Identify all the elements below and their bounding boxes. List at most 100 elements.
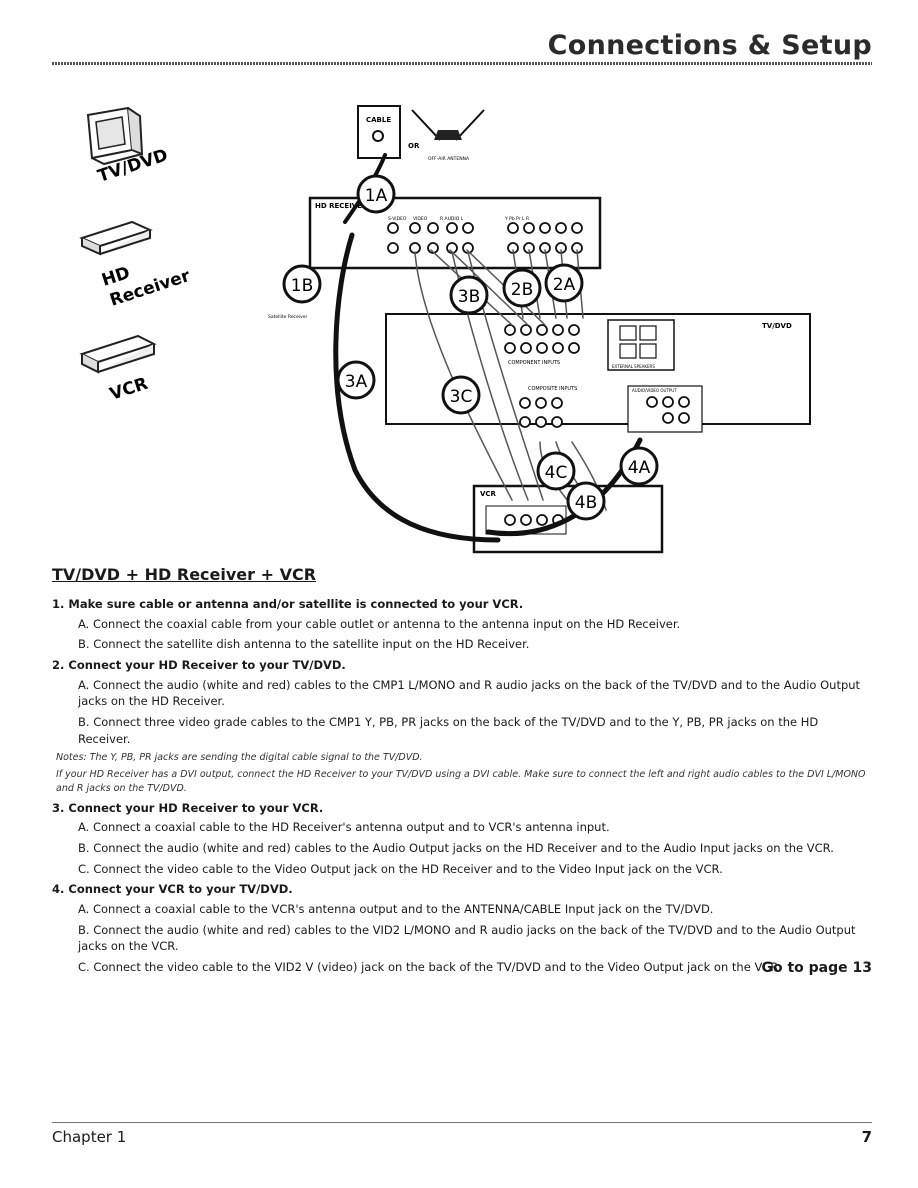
jack (678, 396, 690, 408)
svideo-label: S-VIDEO (388, 216, 407, 222)
tvdvd-device-icon (86, 106, 144, 166)
jack (519, 397, 531, 409)
raudio-label: R AUDIO L (440, 216, 464, 222)
instructions: 1. Make sure cable or antenna and/or sat… (52, 592, 872, 980)
tvdvd-panel (385, 313, 811, 433)
vcr-jacks (504, 514, 564, 526)
section-title: TV/DVD + HD Receiver + VCR (52, 565, 317, 584)
callout-2b: 2B (511, 280, 533, 300)
step-text: Connect your VCR to your TV/DVD. (68, 882, 293, 897)
step-text: Connect your HD Receiver to your VCR. (68, 800, 324, 815)
composite-inputs-label: COMPOSITE INPUTS (528, 386, 577, 392)
step-1b: B. Connect the satellite dish antenna to… (78, 637, 530, 652)
callout-3a-circle (336, 360, 376, 400)
callout-1b-circle (282, 264, 322, 304)
jack (520, 514, 532, 526)
jack (536, 514, 548, 526)
jack (504, 324, 516, 336)
note-ypbpr: Notes: The Y, PB, PR jacks are sending t… (56, 752, 423, 764)
hd-receiver-device-icon (79, 220, 153, 256)
callout-2a: 2A (553, 275, 576, 295)
jack (552, 324, 564, 336)
jack (646, 396, 658, 408)
jack (520, 324, 532, 336)
jack (387, 222, 399, 234)
jack (535, 416, 547, 428)
jack (678, 412, 690, 424)
step-text: Connect your HD Receiver to your TV/DVD. (68, 658, 346, 673)
callout-4a: 4A (628, 458, 651, 478)
step-1a: A. Connect the coaxial cable from your c… (78, 616, 681, 631)
callout-3b-circle (449, 275, 489, 315)
vcr-device-icon (79, 334, 157, 374)
callout-3b: 3B (458, 287, 480, 307)
external-speakers-label: EXTERNAL SPEAKERS (612, 364, 655, 369)
go-to-page-link[interactable]: Go to page 13 (761, 960, 872, 976)
video-label: VIDEO (413, 216, 428, 222)
step-3a: A. Connect a coaxial cable to the HD Rec… (78, 820, 610, 835)
footer-rule (52, 1122, 872, 1123)
callout-4c-circle (536, 451, 576, 491)
step-number: 3. (52, 800, 65, 815)
jack (409, 222, 421, 234)
jack (555, 222, 567, 234)
jack (551, 416, 563, 428)
cable-outlet (357, 105, 401, 159)
sat-receiver-label: Satellite Receiver (268, 314, 307, 320)
jack (571, 222, 583, 234)
vcr-panel-label: VCR (480, 490, 497, 498)
note-dvi: If your HD Receiver has a DVI output, co… (56, 769, 866, 794)
jack (552, 342, 564, 354)
callout-4b: 4B (575, 493, 597, 513)
step-number: 1. (52, 597, 65, 611)
device-label-vcr: VCR (107, 374, 150, 405)
callout-2a-circle (544, 263, 584, 303)
step-2-title: 2. Connect your HD Receiver to your TV/D… (52, 657, 872, 674)
jack (536, 324, 548, 336)
jack (551, 397, 563, 409)
connection-diagram: TV/DVD HD Receiver VCR CABLE OR OFF-AIR … (79, 105, 811, 554)
step-number: 2. (52, 658, 65, 673)
jack (387, 242, 399, 254)
jack (427, 222, 439, 234)
footer-page-number: 7 (861, 1128, 872, 1146)
step-3b: B. Connect the audio (white and red) cab… (78, 841, 834, 856)
jack (523, 222, 535, 234)
callout-2b-circle (502, 268, 542, 308)
callout-3a: 3A (345, 372, 368, 392)
step-3-title: 3. Connect your HD Receiver to your VCR. (52, 800, 872, 817)
step-3c: C. Connect the video cable to the Video … (78, 861, 723, 876)
jack (504, 514, 516, 526)
hd-receiver-jacks (387, 222, 583, 254)
jack (662, 412, 674, 424)
step-4b: B. Connect the audio (white and red) cab… (78, 922, 856, 954)
callout-4b-circle (566, 481, 606, 521)
jack (536, 342, 548, 354)
component-inputs-label: COMPONENT INPUTS (508, 360, 560, 366)
jack (539, 222, 551, 234)
ypbpr-label: Y Pb Pr L R (504, 216, 529, 222)
footer-chapter: Chapter 1 (52, 1128, 127, 1146)
callout-3c: 3C (450, 387, 473, 407)
hd-receiver-label: HD RECEIVER (315, 202, 368, 210)
callouts: 1A 1B 2A 2B 3A 3B 3C 4A 4B 4C (282, 174, 659, 521)
jack (535, 397, 547, 409)
or-label: OR (408, 142, 420, 150)
step-1-title: 1. Make sure cable or antenna and/or sat… (52, 596, 872, 613)
av-output-label: AUDIO/VIDEO OUTPUT (632, 388, 677, 393)
tvdvd-panel-label: TV/DVD (762, 322, 792, 330)
jack (507, 222, 519, 234)
step-number: 4. (52, 882, 65, 897)
step-text: Make sure cable or antenna and/or satell… (68, 597, 524, 611)
off-air-antenna-icon (411, 109, 485, 141)
step-2a: A. Connect the audio (white and red) cab… (78, 677, 861, 709)
callout-4a-circle (619, 446, 659, 486)
step-4c: C. Connect the video cable to the VID2 V… (78, 960, 782, 975)
jack (519, 416, 531, 428)
jack (446, 222, 458, 234)
off-air-label: OFF-AIR ANTENNA (428, 156, 470, 162)
cable-label: CABLE (366, 116, 391, 124)
callout-3c-circle (441, 375, 481, 415)
tvdvd-jacks (504, 324, 690, 428)
jack (568, 342, 580, 354)
